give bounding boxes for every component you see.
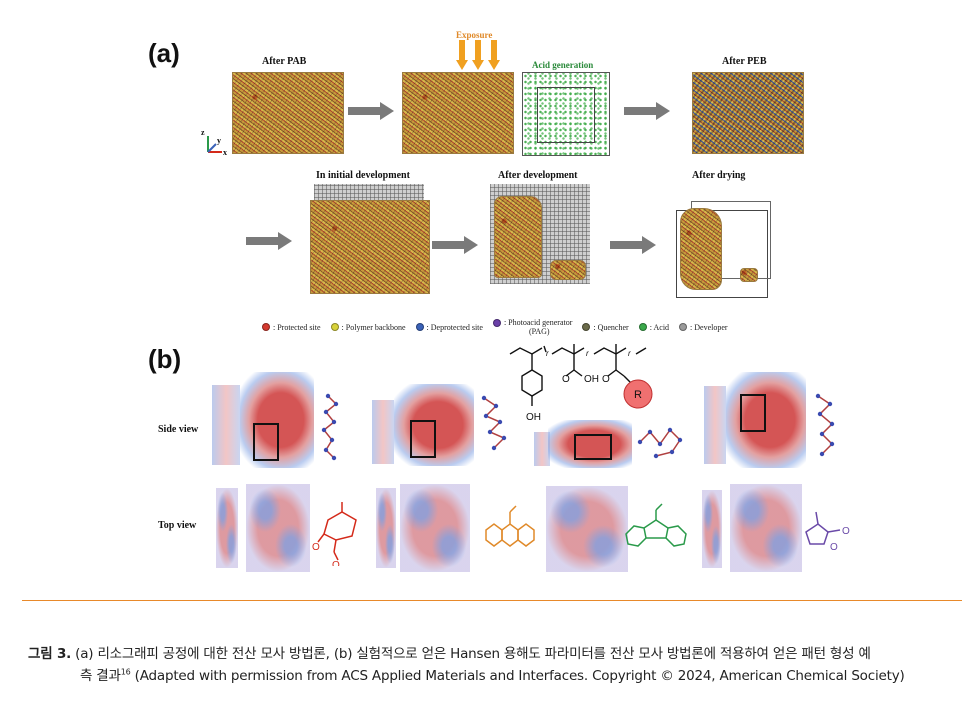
phenol-oh-label: OH (526, 412, 541, 423)
arrow-right-icon (246, 232, 292, 250)
polymer-chain-icon (637, 427, 683, 459)
side-density-strip (704, 386, 726, 464)
top-density-map-2 (400, 484, 470, 572)
cube-after-peb (692, 72, 804, 154)
legend-swatch (679, 323, 688, 331)
side-density-map-4 (726, 372, 806, 468)
top-density-map-4 (730, 484, 802, 572)
purple-butyrolactone-molecule: O O (805, 511, 850, 553)
side-view-label: Side view (158, 424, 199, 435)
dried-resist-pattern (680, 208, 722, 290)
axis-z-label: z (201, 128, 205, 137)
legend-swatch (330, 323, 339, 331)
axes-triad-icon (207, 136, 222, 153)
exposure-arrows-icon (456, 40, 500, 70)
cooh-o-label: O (562, 374, 570, 385)
cooh-oh-label: OH (584, 374, 599, 385)
highlight-box (574, 434, 612, 460)
caption-text-3: (Adapted with permission from ACS Applie… (130, 668, 905, 684)
red-bicyclic-lactone-molecule: O O (312, 502, 357, 566)
top-density-map-3 (546, 486, 628, 572)
label-after-pab: After PAB (262, 56, 307, 67)
polymer-structure-diagram: r r r OH OH O O R (509, 344, 653, 423)
polymer-chain-icon (815, 393, 835, 457)
legend-item: : Deprotected site (415, 318, 483, 336)
orange-anthracene-molecule (485, 505, 535, 547)
legend-swatch (492, 318, 501, 327)
ester-o-label: O (602, 374, 610, 385)
caption-rule (22, 600, 962, 601)
legend-swatch (262, 323, 270, 331)
arrow-right-icon (348, 102, 394, 120)
arrow-right-icon (432, 236, 478, 254)
axis-y-label: y (217, 136, 221, 145)
legend-swatch (638, 323, 647, 331)
repeat-r-label: r (628, 349, 631, 358)
lactone-carbonyl-label: O (332, 560, 340, 566)
highlight-box (740, 394, 766, 432)
top-density-strip (216, 488, 238, 568)
panel-a-letter: (a) (148, 38, 180, 68)
dried-resist-fragment (740, 268, 758, 282)
butyro-o-label: O (830, 542, 838, 553)
reference-superscript: 16 (120, 667, 131, 677)
label-after-development: After development (498, 170, 578, 181)
legend-item: : Protected site (262, 318, 321, 336)
label-after-drying: After drying (692, 170, 746, 181)
legend-swatch (415, 323, 424, 331)
label-acid-generation: Acid generation (532, 60, 594, 70)
panel-b-letter: (b) (148, 344, 182, 374)
r-group-label: R (634, 389, 642, 401)
legend-swatch (582, 323, 591, 331)
highlight-box (410, 420, 436, 458)
caption-text-2: 측 결과 (80, 668, 121, 684)
top-density-strip (376, 488, 396, 568)
top-view-label: Top view (158, 520, 197, 531)
label-after-peb: After PEB (722, 56, 767, 67)
remaining-resist-right (550, 260, 586, 280)
legend: : Protected site : Polymer backbone : De… (262, 318, 738, 336)
cube-exposure (402, 72, 514, 154)
label-in-initial-development: In initial development (316, 170, 410, 181)
legend-item: : Quencher (582, 318, 629, 336)
side-density-strip (372, 400, 394, 464)
legend-item: : Acid (638, 318, 669, 336)
repeat-r-label: r (546, 349, 549, 358)
caption-line-1: 그림 3. (a) 리소그래피 공정에 대한 전산 모사 방법론, (b) 실험… (28, 642, 871, 662)
arrow-right-icon (624, 102, 670, 120)
lactone-o-label: O (312, 542, 320, 553)
legend-item: : Developer (679, 318, 728, 336)
legend-item: : Polymer backbone (330, 318, 406, 336)
side-density-strip (212, 385, 240, 465)
acid-generation-box (522, 72, 610, 156)
highlight-box (253, 423, 279, 461)
top-density-strip (702, 490, 722, 568)
caption-text-1: (a) 리소그래피 공정에 대한 전산 모사 방법론, (b) 실험적으로 얻은… (71, 646, 871, 662)
polymer-chain-icon (481, 395, 507, 451)
caption-line-2: 측 결과16 (Adapted with permission from ACS… (80, 664, 905, 685)
label-exposure: Exposure (456, 30, 493, 40)
axis-x-label: x (223, 148, 227, 157)
legend-item: : Photoacid generator (PAG) (492, 318, 572, 336)
green-fluorene-molecule (625, 503, 687, 547)
butyro-carbonyl-label: O (842, 526, 850, 537)
cube-in-initial-development (310, 200, 430, 294)
polymer-chain-icon (321, 393, 339, 461)
cube-after-pab (232, 72, 344, 154)
side-density-strip (534, 432, 550, 466)
remaining-resist-left (494, 196, 542, 278)
side-density-map-3 (548, 420, 632, 468)
arrow-right-icon (610, 236, 656, 254)
top-density-map-1 (246, 484, 310, 572)
figure-label: 그림 3. (28, 646, 72, 662)
repeat-r-label: r (586, 349, 589, 358)
